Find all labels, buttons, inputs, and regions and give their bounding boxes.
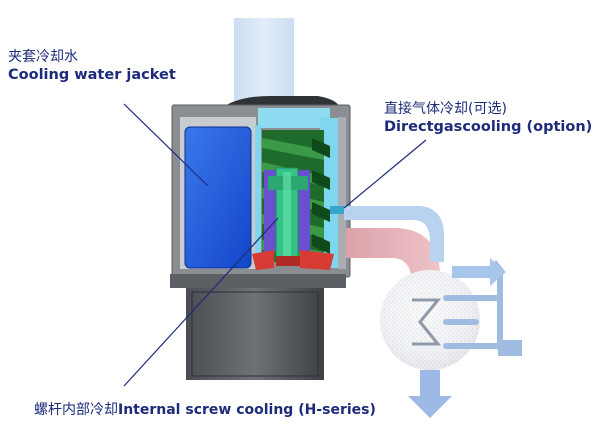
water-jacket [184, 126, 252, 269]
inlet-flow [234, 18, 294, 104]
leader-screw [123, 217, 279, 387]
motor-base [170, 274, 346, 380]
label-screw-en: Internal screw cooling (H-series) [118, 402, 376, 418]
label-gas-zh: 直接气体冷却(可选) [384, 101, 507, 117]
bearing [252, 250, 334, 270]
label-direct-gas-cooling: 直接气体冷却(可选) Directgascooling (option) [384, 100, 592, 137]
coolant-out-arrow [452, 258, 506, 286]
outlet-arrow [408, 370, 452, 418]
leader-gas [343, 139, 427, 209]
label-jacket-zh: 夹套冷却水 [8, 49, 78, 65]
heat-exchanger [380, 260, 522, 370]
label-gas-en: Directgascooling (option) [384, 119, 593, 135]
leader-lines [123, 103, 427, 387]
shaft [264, 167, 310, 261]
leader-jacket [123, 103, 209, 187]
label-cooling-water-jacket: 夹套冷却水 Cooling water jacket [8, 48, 176, 85]
gas-cooling-flow [344, 206, 444, 262]
label-jacket-en: Cooling water jacket [8, 67, 176, 83]
label-internal-screw-cooling: 螺杆内部冷却Internal screw cooling (H-series) [34, 401, 376, 420]
label-screw-zh: 螺杆内部冷却 [34, 402, 118, 418]
